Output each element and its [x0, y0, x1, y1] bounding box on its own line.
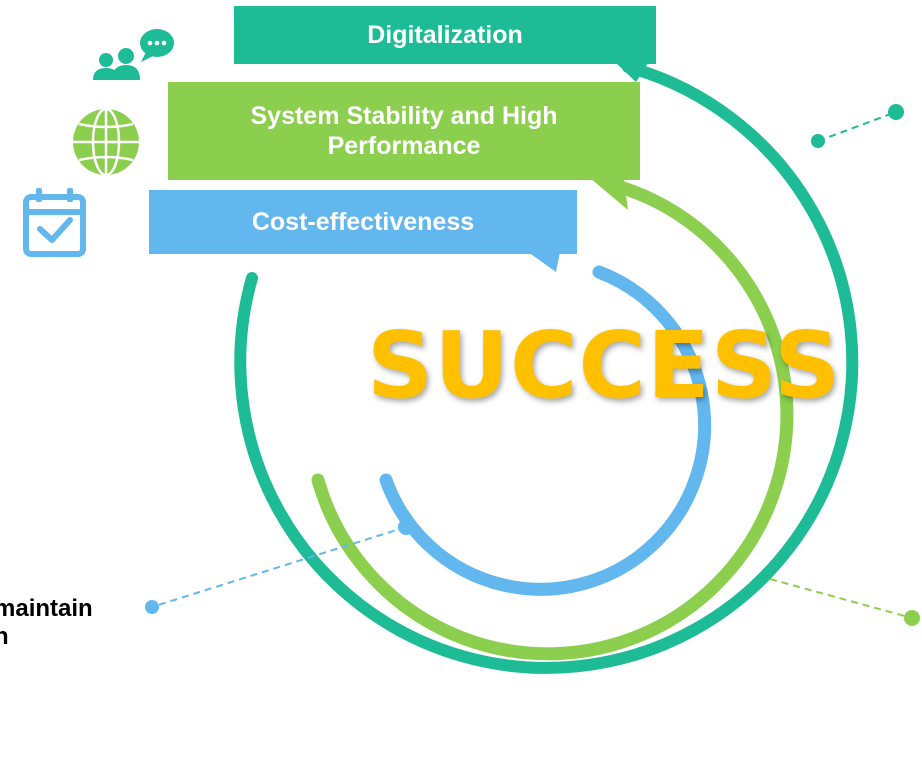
label-system-stability: System Stability and High Performance	[250, 102, 558, 160]
success-heading: SUCCESS	[0, 312, 922, 419]
label-cost-effectiveness: Cost-effectiveness	[251, 208, 475, 236]
callout-digitalization: Digitalization	[234, 6, 656, 64]
ring-digitalization	[234, 61, 859, 674]
callout-tail-cost	[528, 252, 560, 272]
connector-top-right	[811, 104, 904, 148]
callout-tail-digitalization	[616, 63, 648, 82]
ring-cost-effectiveness	[379, 265, 712, 596]
success-text: SUCCESS	[367, 312, 842, 419]
connector-bottom-right	[769, 578, 920, 626]
label-digitalization: Digitalization	[367, 21, 523, 49]
callout-tail-system	[590, 178, 628, 210]
calendar-check-icon	[23, 188, 86, 257]
callout-cost-effectiveness: Cost-effectiveness	[149, 190, 577, 254]
people-chat-icon	[93, 29, 174, 80]
side-text-line2: n	[0, 623, 9, 650]
ring-system-stability	[311, 179, 794, 661]
callout-system-stability: System Stability and High Performance	[168, 82, 640, 180]
connector-left	[145, 519, 414, 614]
side-text-line1: maintain	[0, 595, 93, 622]
globe-icon	[73, 107, 139, 177]
